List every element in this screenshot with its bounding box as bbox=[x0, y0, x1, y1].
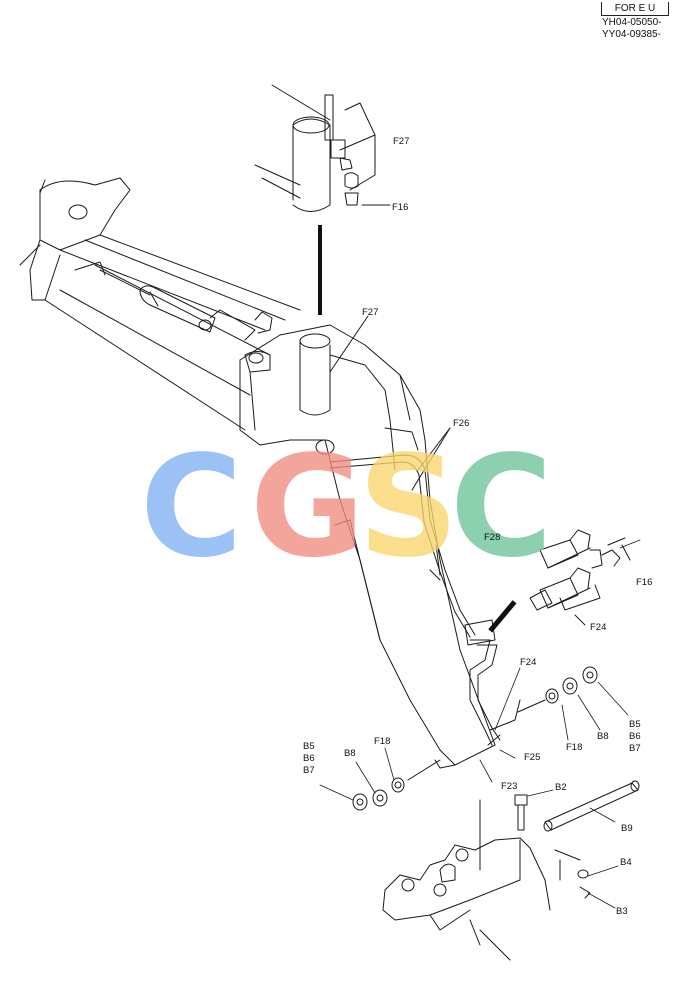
callout-b8-right: B8 bbox=[597, 731, 609, 742]
watermark-letter-4: C bbox=[450, 426, 553, 589]
callout-f25: F25 bbox=[524, 752, 541, 763]
top-cylinder-detail bbox=[254, 84, 391, 315]
watermark-letter-3: S bbox=[358, 426, 459, 589]
callout-b4: B4 bbox=[620, 857, 632, 868]
callout-b7-right: B7 bbox=[629, 743, 641, 754]
leader-lines bbox=[319, 539, 641, 909]
watermark-letter-2: G bbox=[250, 426, 365, 589]
callout-b5-right: B5 bbox=[629, 719, 641, 730]
swing-bracket bbox=[382, 799, 581, 961]
callout-b7-left: B7 bbox=[303, 765, 315, 776]
callout-b6-right: B6 bbox=[629, 731, 641, 742]
callout-f28: F28 bbox=[484, 532, 501, 543]
callout-b8-left: B8 bbox=[344, 748, 356, 759]
serial-range-1: YH04-05050- bbox=[602, 17, 662, 28]
callout-f23: F23 bbox=[501, 781, 518, 792]
region-box: FOR E U bbox=[601, 2, 669, 16]
serial-range-2: YY04-09385- bbox=[602, 29, 661, 40]
boom-structure bbox=[239, 315, 521, 769]
callout-f18-right: F18 bbox=[566, 742, 583, 753]
callout-b6-left: B6 bbox=[303, 753, 315, 764]
callout-b2: B2 bbox=[555, 782, 567, 793]
callout-f26: F26 bbox=[453, 418, 470, 429]
hose-fitting-detail bbox=[529, 529, 631, 626]
pins-and-washers bbox=[352, 666, 640, 899]
callout-f27-mid: F27 bbox=[362, 307, 379, 318]
callout-b9: B9 bbox=[621, 823, 633, 834]
callout-f18-left: F18 bbox=[374, 736, 391, 747]
callout-f24-mid: F24 bbox=[520, 657, 537, 668]
callout-f16-top: F16 bbox=[392, 202, 409, 213]
arm-structure bbox=[19, 177, 301, 431]
callout-b5-left: B5 bbox=[303, 741, 315, 752]
callout-f27-top: F27 bbox=[393, 136, 410, 147]
watermark-letter-1: C bbox=[140, 426, 243, 589]
callout-f24-right: F24 bbox=[590, 622, 607, 633]
callout-f16-right: F16 bbox=[636, 577, 653, 588]
callout-b3: B3 bbox=[616, 906, 628, 917]
